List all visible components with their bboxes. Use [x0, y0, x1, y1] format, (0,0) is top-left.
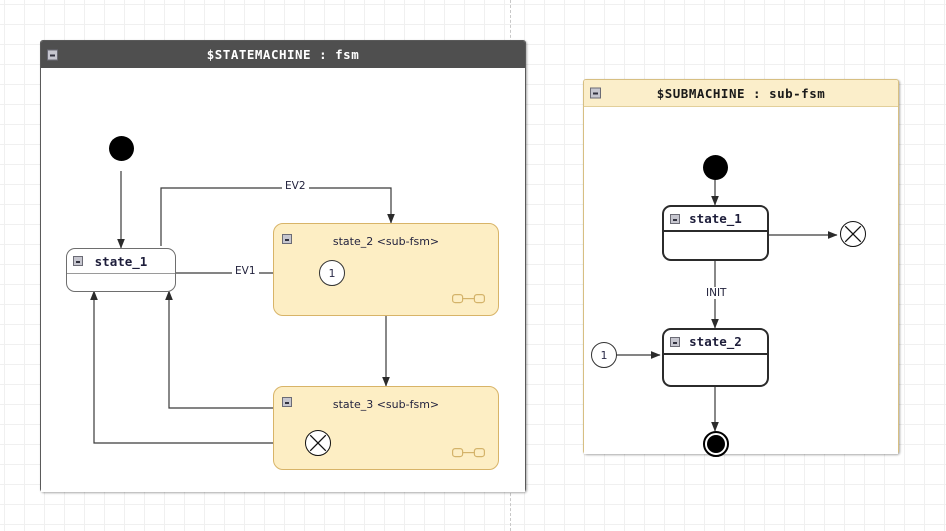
entry-point-node-1[interactable]: 1 — [319, 260, 345, 286]
submachine-icon — [452, 448, 485, 458]
transition-state3-to-state1 — [165, 290, 273, 409]
entry-point-label: 1 — [600, 348, 608, 362]
sub-edges-layer — [616, 179, 838, 432]
transition-label-ev2: EV2 — [282, 180, 309, 192]
collapse-minus-icon[interactable] — [670, 336, 680, 347]
state-sub_state_1-label: state_1 — [689, 211, 742, 226]
entry-point-node-1[interactable]: 1 — [591, 342, 617, 368]
exit-point-node[interactable] — [840, 221, 866, 247]
submachine-panel-body[interactable]: state_1 INIT 1 state_2 — [584, 107, 898, 457]
initial-state-node[interactable] — [109, 136, 134, 161]
state-sub_state_2-label: state_2 — [689, 334, 742, 349]
final-state-node[interactable] — [703, 431, 729, 457]
statemachine-panel-body[interactable]: state_1 state_2 <sub-fsm> 1 — [41, 68, 525, 492]
state-sub_state_2[interactable]: state_2 — [662, 328, 769, 387]
entry-point-label: 1 — [328, 266, 336, 280]
state-state_1-label: state_1 — [94, 253, 148, 269]
statemachine-panel[interactable]: $STATEMACHINE : fsm — [40, 40, 526, 492]
composite-state_2-label: state_2 <sub-fsm> — [332, 235, 440, 248]
submachine-icon — [452, 294, 485, 304]
composite-state_2[interactable]: state_2 <sub-fsm> — [273, 223, 499, 316]
collapse-minus-icon[interactable] — [282, 397, 292, 407]
exit-point-node[interactable] — [305, 430, 331, 456]
statemachine-panel-title: $STATEMACHINE : fsm — [206, 47, 360, 62]
state-sub_state_1[interactable]: state_1 — [662, 205, 769, 261]
state-state_1-title: state_1 — [67, 249, 175, 274]
state-sub_state_2-title: state_2 — [664, 330, 767, 355]
initial-state-node[interactable] — [703, 155, 728, 180]
collapse-minus-icon[interactable] — [73, 256, 83, 266]
exit-cross-icon — [309, 434, 326, 451]
collapse-minus-icon[interactable] — [590, 87, 601, 99]
submachine-panel-header[interactable]: $SUBMACHINE : sub-fsm — [584, 80, 898, 107]
transition-label-ev1: EV1 — [232, 265, 259, 277]
state-sub_state_1-title: state_1 — [664, 207, 767, 232]
submachine-panel-title: $SUBMACHINE : sub-fsm — [656, 85, 826, 101]
collapse-minus-icon[interactable] — [47, 49, 58, 60]
submachine-panel[interactable]: $SUBMACHINE : sub-fsm — [583, 79, 899, 457]
composite-state_3-label: state_3 <sub-fsm> — [332, 398, 440, 411]
statemachine-panel-header[interactable]: $STATEMACHINE : fsm — [41, 41, 525, 68]
collapse-minus-icon[interactable] — [282, 234, 292, 244]
collapse-minus-icon[interactable] — [670, 213, 680, 224]
composite-state_3[interactable]: state_3 <sub-fsm> — [273, 386, 499, 470]
exit-cross-icon — [844, 225, 861, 242]
state-state_1[interactable]: state_1 — [66, 248, 176, 292]
transition-label-init: INIT — [703, 287, 730, 299]
